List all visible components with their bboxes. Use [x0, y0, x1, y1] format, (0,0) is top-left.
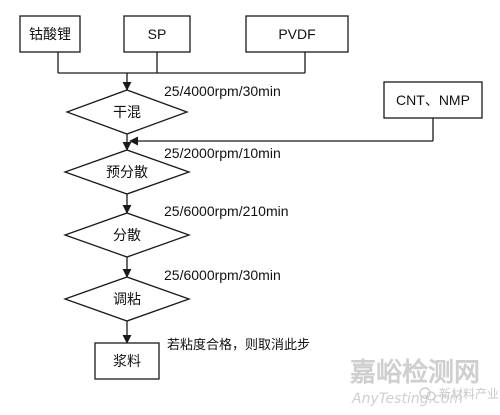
- input-label: 钴酸锂: [29, 26, 71, 42]
- wechat-icon: [419, 387, 436, 401]
- input-label: SP: [148, 26, 167, 42]
- watermark-main-text: 嘉峪检测网: [350, 357, 480, 388]
- watermark-brand-text: 新材料产业: [439, 386, 499, 401]
- step-condition-label: 25/6000rpm/210min: [164, 203, 289, 219]
- step-label: 调粘: [113, 291, 141, 307]
- process-step-viscosity-adjust: 调粘: [63, 276, 191, 322]
- step-label: 分散: [113, 227, 141, 243]
- step-label: 干混: [113, 104, 141, 120]
- input-box-sp: SP: [123, 15, 191, 53]
- process-step-dispersion: 分散: [63, 212, 191, 258]
- additive-box-cnt-nmp: CNT、NMP: [383, 81, 483, 119]
- additive-label: CNT、NMP: [396, 92, 470, 108]
- output-box-slurry: 浆料: [94, 342, 160, 380]
- process-step-pre-dispersion: 预分散: [63, 149, 191, 195]
- input-box-pvdf: PVDF: [245, 15, 349, 53]
- additive-connector: [129, 118, 434, 146]
- step-condition-label: 25/4000rpm/30min: [164, 83, 281, 99]
- viscosity-note: 若粘度合格，则取消此步: [167, 337, 310, 352]
- input-merge-connector: [57, 52, 306, 91]
- input-box-lithium-cobalt-oxide: 钴酸锂: [19, 15, 81, 53]
- watermark: 嘉峪检测网 AnyTesting.com 新材料产业: [350, 357, 499, 407]
- input-label: PVDF: [278, 26, 315, 42]
- output-label: 浆料: [113, 353, 141, 369]
- step-condition-label: 25/2000rpm/10min: [164, 145, 281, 161]
- step-condition-label: 25/6000rpm/30min: [164, 267, 281, 283]
- step-label: 预分散: [106, 164, 148, 180]
